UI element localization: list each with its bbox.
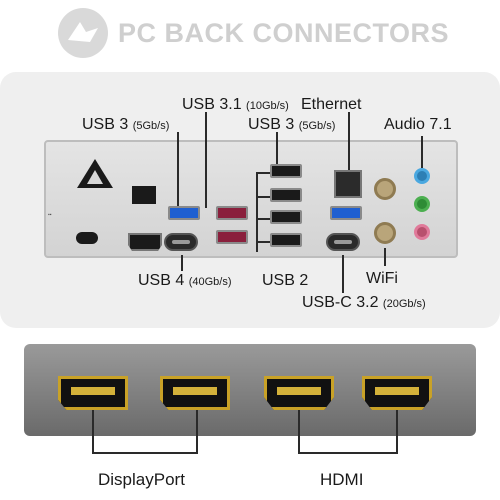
connector-line-usb4 — [181, 255, 183, 271]
header: PC BACK CONNECTORS — [0, 0, 500, 70]
connector-line-usb31 — [205, 112, 207, 208]
connector-line-wifi — [384, 248, 386, 266]
wifi-antenna-port-1 — [374, 178, 396, 200]
usb31-port-2 — [216, 230, 248, 244]
label-ethernet: Ethernet — [301, 96, 362, 113]
shark-logo-icon — [58, 8, 108, 58]
hdmi-logo-icon — [132, 186, 156, 204]
usb2-port-2 — [270, 188, 302, 202]
label-hdmi: HDMI — [320, 470, 364, 489]
label-usb2: USB 2 — [262, 272, 309, 289]
wifi-antenna-port-2 — [374, 222, 396, 244]
connector-line-ethernet — [348, 112, 350, 170]
connector-line-usb2 — [256, 172, 258, 252]
connector-line-usb3-right — [276, 132, 278, 164]
usbc32-port — [326, 233, 360, 251]
bracket-hdmi-right — [396, 410, 398, 454]
bracket-hdmi-left — [298, 410, 300, 454]
bracket-hdmi-bottom — [298, 452, 398, 454]
connector-line-usb3-left — [177, 132, 179, 206]
page-title: PC BACK CONNECTORS — [118, 18, 450, 48]
audio-line-in-jack — [414, 168, 430, 184]
bios-flashback-button[interactable] — [76, 232, 98, 244]
usb3-port-left — [168, 206, 200, 220]
usb31-port-1 — [216, 206, 248, 220]
label-audio: Audio 7.1 — [384, 116, 452, 133]
audio-line-out-jack — [414, 196, 430, 212]
bracket-dp-left — [92, 410, 94, 454]
hdmi-port-1 — [264, 376, 334, 410]
connector-tick-usb2-4 — [256, 241, 270, 243]
label-wifi: WiFi — [366, 270, 398, 287]
usb4-port — [164, 233, 198, 251]
usb3-port-right — [330, 206, 362, 220]
usb2-port-4 — [270, 233, 302, 247]
usb2-port-3 — [270, 210, 302, 224]
hdmi-port-2 — [362, 376, 432, 410]
connector-tick-usb2-1 — [256, 172, 270, 174]
label-usb3-right: USB 3 (5Gb/s) — [248, 116, 336, 133]
displayport-2 — [160, 376, 230, 410]
label-usb3-left: USB 3 (5Gb/s) — [82, 116, 170, 133]
connector-line-audio — [421, 136, 423, 168]
label-displayport: DisplayPort — [98, 470, 185, 489]
brand-logo-icon — [77, 159, 113, 188]
hdmi-port-small — [128, 233, 162, 251]
clear-cmos-label-icon: ▪▪ — [48, 212, 52, 218]
bracket-dp-right — [196, 410, 198, 454]
displayport-1 — [58, 376, 128, 410]
label-usbc32: USB-C 3.2 (20Gb/s) — [302, 294, 426, 311]
usb2-port-1 — [270, 164, 302, 178]
label-usb4: USB 4 (40Gb/s) — [138, 272, 232, 289]
connector-line-usbc32 — [342, 255, 344, 293]
ethernet-port — [334, 170, 362, 198]
connector-tick-usb2-2 — [256, 196, 270, 198]
bracket-dp-bottom — [92, 452, 198, 454]
audio-mic-in-jack — [414, 224, 430, 240]
connector-tick-usb2-3 — [256, 218, 270, 220]
label-usb31: USB 3.1 (10Gb/s) — [182, 96, 289, 113]
